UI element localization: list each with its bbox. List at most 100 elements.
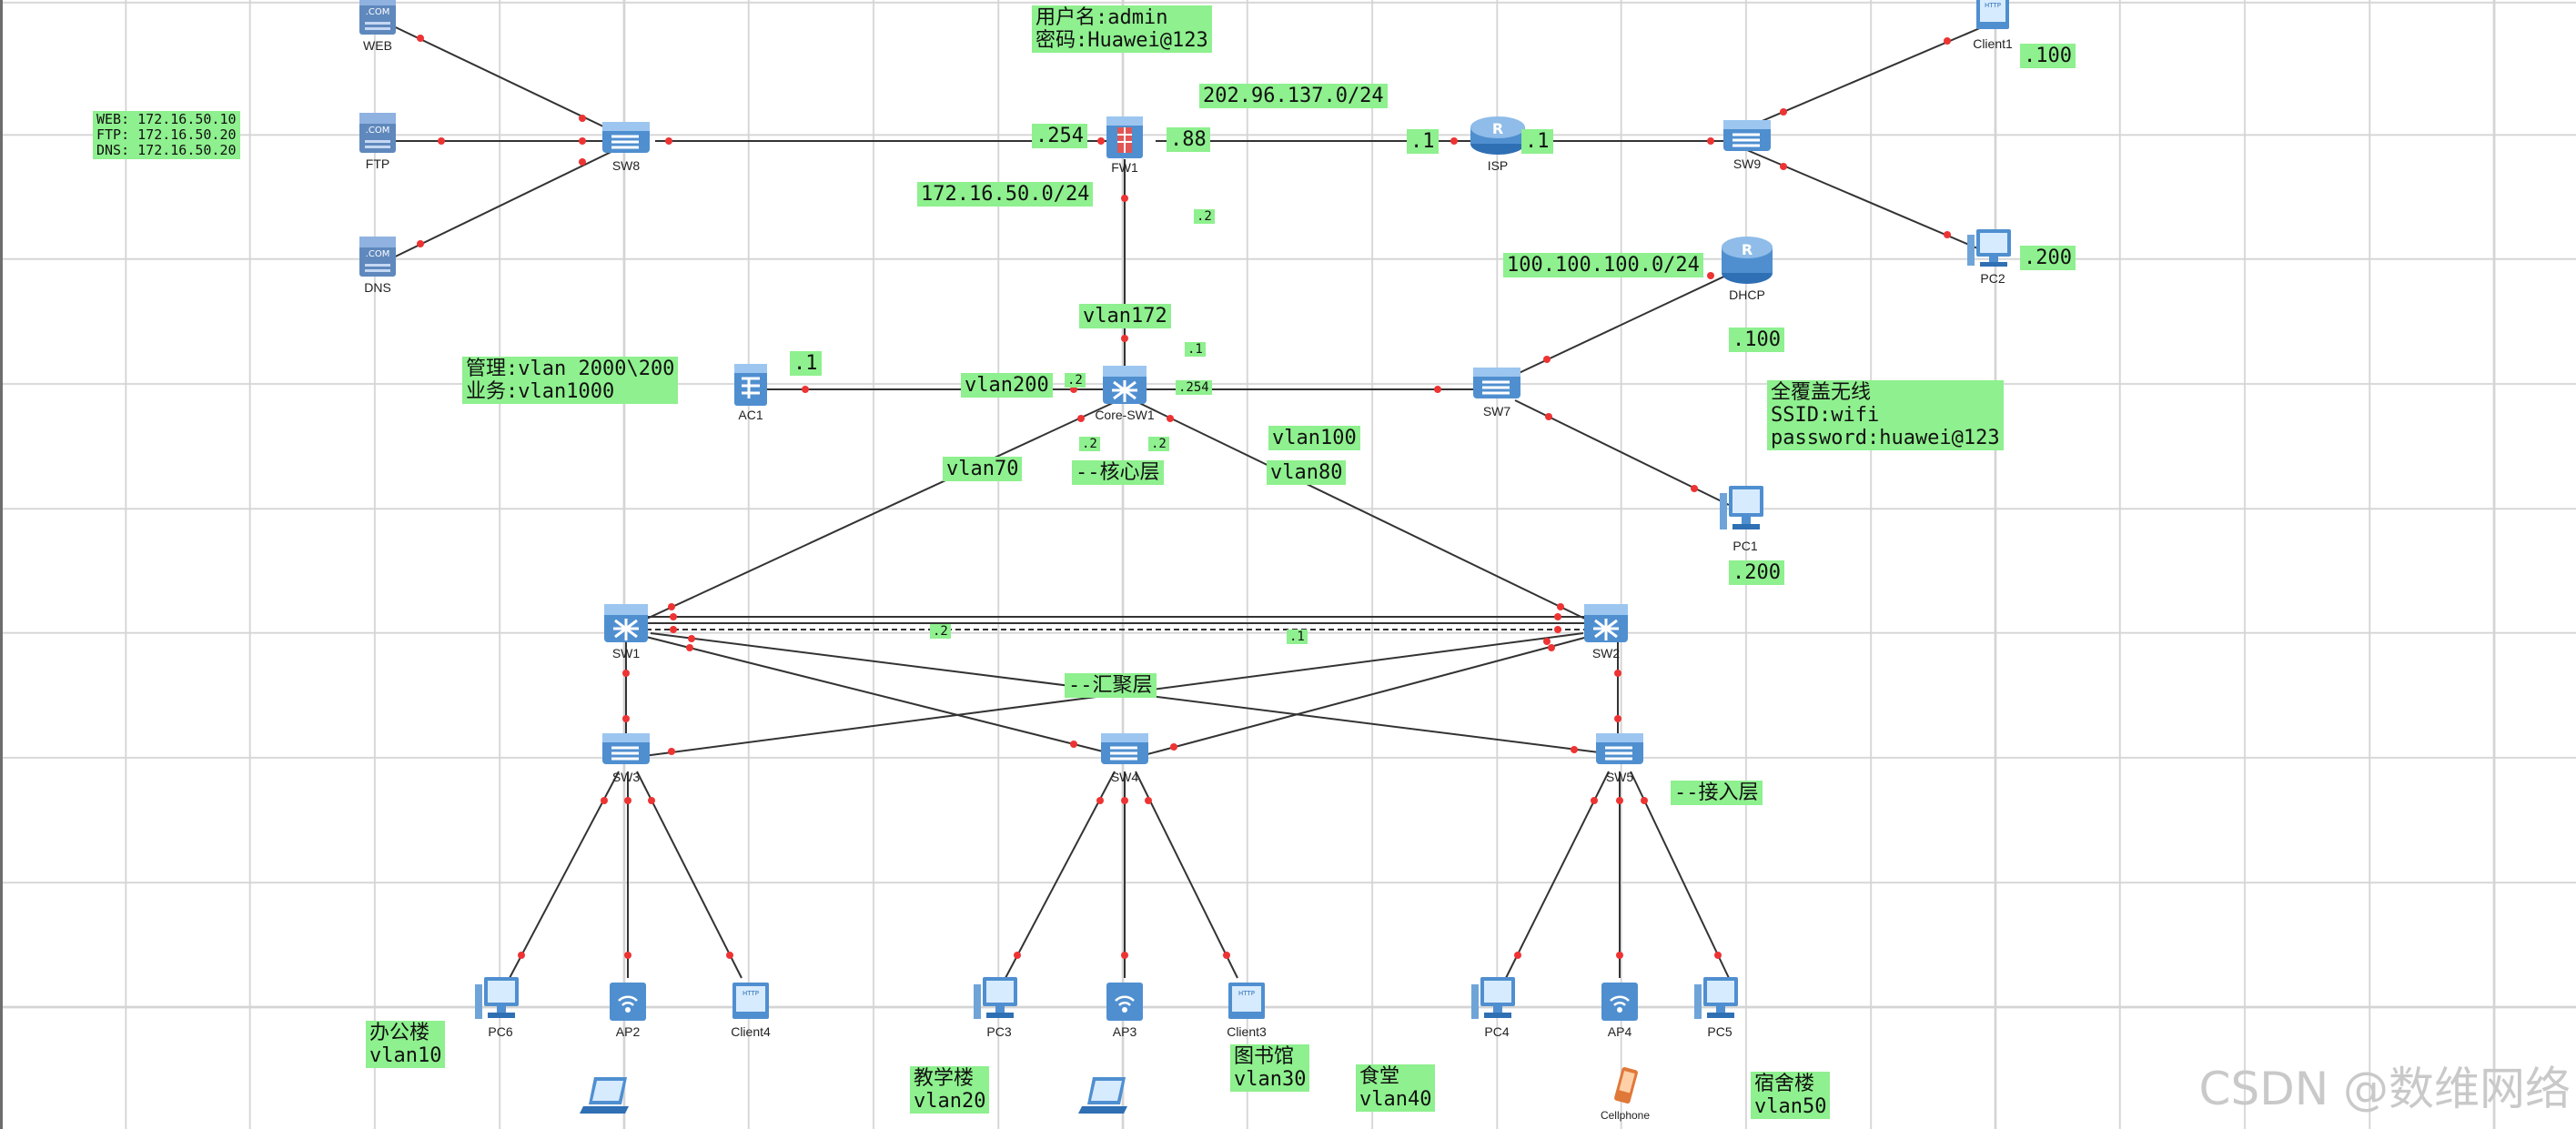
sw2-node[interactable]: SW2	[1542, 600, 1670, 660]
dhcp-ip-label: .100	[1729, 328, 1784, 352]
ac-ip-label: .1	[790, 351, 822, 376]
fw1-label: FW1	[1111, 160, 1138, 175]
ap3-node[interactable]: AP3	[1061, 977, 1188, 1039]
svg-text:.COM: .COM	[366, 7, 390, 17]
core-sw1-label: Core-SW1	[1095, 408, 1155, 422]
laptop-icon	[580, 1077, 629, 1114]
server-icon: .COM	[359, 0, 396, 35]
svg-text:HTTP: HTTP	[1985, 2, 2001, 9]
sw5-node[interactable]: SW5	[1556, 728, 1683, 784]
sw7-node[interactable]: SW7	[1433, 362, 1561, 418]
wlan-note: 全覆盖无线 SSID:wifi password:huawei@123	[1767, 380, 2004, 450]
watermark: CSDN @数维网络	[2198, 1063, 2571, 1115]
lib-area-label: 图书馆 vlan30	[1230, 1044, 1310, 1092]
fw-in-label: .254	[1032, 124, 1087, 148]
pc4-node[interactable]: PC4	[1433, 973, 1561, 1039]
link-sw4-pc3	[1005, 771, 1116, 979]
switch-icon	[1101, 733, 1148, 764]
core-sw1-node[interactable]: Core-SW1	[1061, 362, 1188, 422]
wlan-line1: 全覆盖无线	[1771, 381, 1872, 404]
access-point-icon	[1601, 983, 1638, 1021]
sw2-link-label: .1	[1287, 630, 1308, 644]
dhcp-router-node[interactable]: R DHCP	[1683, 233, 1811, 302]
dns-server-node[interactable]: .COM DNS	[314, 235, 441, 295]
ftp-server-node[interactable]: .COM FTP	[314, 111, 441, 171]
core-dr-label: .2	[1148, 437, 1169, 451]
ac1-node[interactable]: AC1	[687, 360, 814, 422]
client1-label: Client1	[1973, 36, 2013, 51]
net-dhcp-label: 100.100.100.0/24	[1503, 253, 1703, 277]
sw2-label: SW2	[1591, 646, 1621, 660]
pc6-label: PC6	[488, 1024, 513, 1039]
client3-node[interactable]: HTTP Client3	[1183, 977, 1310, 1039]
sw5-label: SW5	[1605, 770, 1634, 784]
fw1-node[interactable]: FW1	[1061, 115, 1188, 175]
switch-icon	[602, 122, 650, 153]
teach-vlan: vlan20	[914, 1090, 986, 1113]
ap2-node[interactable]: AP2	[564, 977, 692, 1039]
pc2-ip-label: .200	[2020, 246, 2076, 270]
servers-ftp: FTP: 172.16.50.20	[96, 126, 237, 143]
net-server-label: 172.16.50.0/24	[917, 182, 1094, 207]
sw1-node[interactable]: SW1	[562, 600, 690, 660]
client1-ip-label: .100	[2020, 44, 2076, 68]
laptop-teach-node[interactable]	[1045, 1074, 1172, 1119]
web-server-node[interactable]: .COM WEB	[314, 0, 441, 53]
svg-text:R: R	[1742, 241, 1753, 258]
core-dl-label: .2	[1079, 437, 1100, 451]
server-ip-note: WEB: 172.16.50.10 FTP: 172.16.50.20 DNS:…	[93, 111, 240, 159]
pc5-node[interactable]: PC5	[1656, 973, 1783, 1039]
link-sw5-pc5	[1630, 771, 1730, 979]
link-sw3-client4	[636, 771, 742, 979]
sw9-node[interactable]: SW9	[1683, 115, 1811, 171]
wlan-line2: SSID:wifi	[1771, 404, 1880, 427]
ap2-label: AP2	[615, 1024, 641, 1039]
pc3-node[interactable]: PC3	[935, 973, 1063, 1039]
link-core-sw1	[636, 401, 1116, 624]
server-icon: .COM	[359, 237, 396, 277]
vlan172-label: vlan172	[1079, 304, 1171, 328]
fw-down-label: .2	[1194, 209, 1215, 224]
client4-label: Client4	[731, 1024, 771, 1039]
laptop-office-node[interactable]	[546, 1074, 673, 1119]
pc-icon	[974, 977, 1017, 1019]
link-sw5-pc4	[1505, 771, 1610, 979]
core-up-label: .1	[1185, 342, 1206, 357]
cellphone-node[interactable]: Cellphone	[1561, 1066, 1689, 1123]
pc6-node[interactable]: PC6	[437, 973, 564, 1039]
switch-icon	[1473, 368, 1520, 398]
vlan100-label: vlan100	[1268, 426, 1360, 450]
switch-icon	[1596, 733, 1643, 764]
pc1-node[interactable]: PC1	[1682, 480, 1809, 553]
credentials-note: 用户名:admin 密码:Huawei@123	[1032, 5, 1212, 53]
cellphone-icon	[1614, 1066, 1638, 1104]
vlan200-label: vlan200	[961, 373, 1053, 398]
client4-node[interactable]: HTTP Client4	[687, 977, 814, 1039]
sw8-node[interactable]: SW8	[562, 116, 690, 173]
lib-name: 图书馆	[1234, 1045, 1295, 1068]
core-layer-label: --核心层	[1072, 460, 1164, 485]
sw3-node[interactable]: SW3	[562, 728, 690, 784]
ap3-label: AP3	[1112, 1024, 1137, 1039]
sw8-label: SW8	[611, 158, 641, 173]
l3-switch-icon	[1584, 604, 1628, 642]
switch-icon	[1723, 120, 1771, 151]
client3-label: Client3	[1227, 1024, 1267, 1039]
pc2-node[interactable]: PC2	[1929, 226, 2056, 286]
sw4-label: SW4	[1110, 770, 1139, 784]
pc-icon	[1720, 486, 1763, 529]
ap4-label: AP4	[1607, 1024, 1632, 1039]
pc5-label: PC5	[1707, 1024, 1732, 1039]
client1-node[interactable]: HTTP Client1	[1929, 0, 2056, 51]
fw-out-label: .88	[1167, 127, 1210, 152]
ap4-node[interactable]: AP4	[1556, 977, 1683, 1039]
office-vlan: vlan10	[369, 1044, 442, 1067]
isp-router-node[interactable]: R ISP	[1434, 109, 1561, 173]
teach-name: 教学楼	[914, 1067, 975, 1090]
link-sw4-client3	[1135, 771, 1238, 979]
canvas-edge	[0, 0, 3, 1129]
office-area-label: 办公楼 vlan10	[366, 1021, 446, 1068]
sw4-node[interactable]: SW4	[1061, 728, 1188, 784]
access-controller-icon	[734, 364, 767, 406]
